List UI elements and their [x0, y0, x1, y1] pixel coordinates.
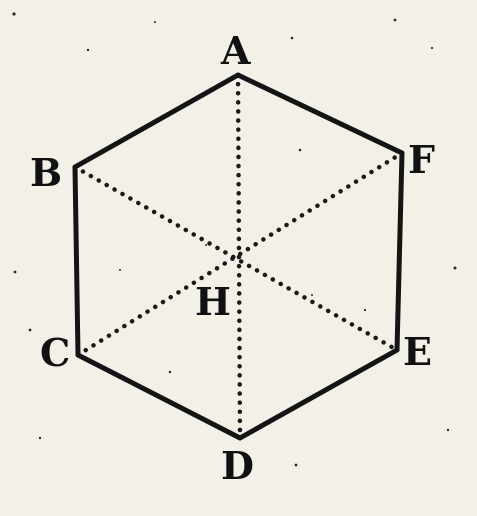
vertex-label-c: C	[40, 330, 70, 375]
print-specks	[12, 12, 457, 467]
vertex-label-d: D	[221, 443, 254, 488]
edge-e-d	[237, 347, 400, 441]
center-label-h: H	[195, 279, 231, 324]
edge-a-f	[235, 72, 405, 156]
hexagon-outline	[72, 72, 405, 441]
edge-c-b	[72, 164, 81, 358]
vertex-label-a: A	[220, 28, 251, 73]
diagonal-b-e	[72, 164, 400, 353]
diagonal-c-f	[75, 150, 405, 358]
edge-d-c	[75, 352, 243, 441]
vertex-labels: A B C D E F H	[30, 28, 435, 488]
vertex-label-e: E	[403, 329, 432, 374]
vertex-label-b: B	[30, 150, 62, 195]
edge-f-e	[394, 150, 405, 353]
diagonals	[72, 72, 405, 441]
edge-b-a	[72, 72, 241, 170]
vertex-label-f: F	[408, 137, 435, 182]
diagonal-a-d	[235, 72, 243, 441]
